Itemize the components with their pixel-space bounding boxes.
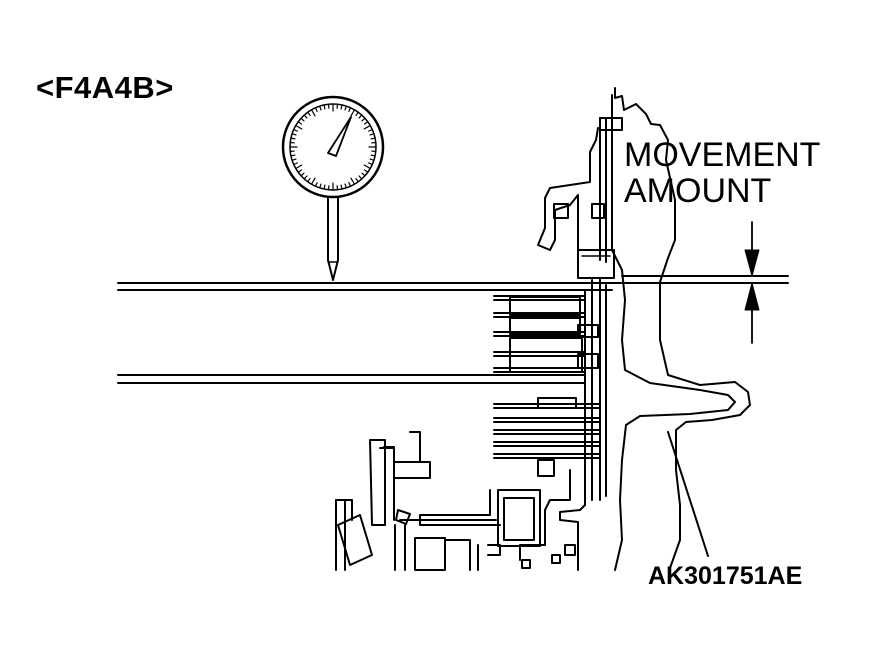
housing-contour xyxy=(599,87,751,571)
dial-gauge-icon xyxy=(281,95,385,281)
clutch-pack-lower xyxy=(493,397,601,477)
movement-arrows xyxy=(744,221,760,344)
lower-hub-assembly xyxy=(335,431,586,571)
shaft-lines xyxy=(117,275,789,384)
movement-amount-label-line2: AMOUNT xyxy=(624,172,772,210)
clutch-pack-upper xyxy=(493,277,607,506)
figure-code: AK301751AE xyxy=(648,562,803,590)
movement-amount-label-line1: MOVEMENT xyxy=(624,136,821,174)
model-label: <F4A4B> xyxy=(36,70,174,105)
piston-upper xyxy=(537,127,615,279)
